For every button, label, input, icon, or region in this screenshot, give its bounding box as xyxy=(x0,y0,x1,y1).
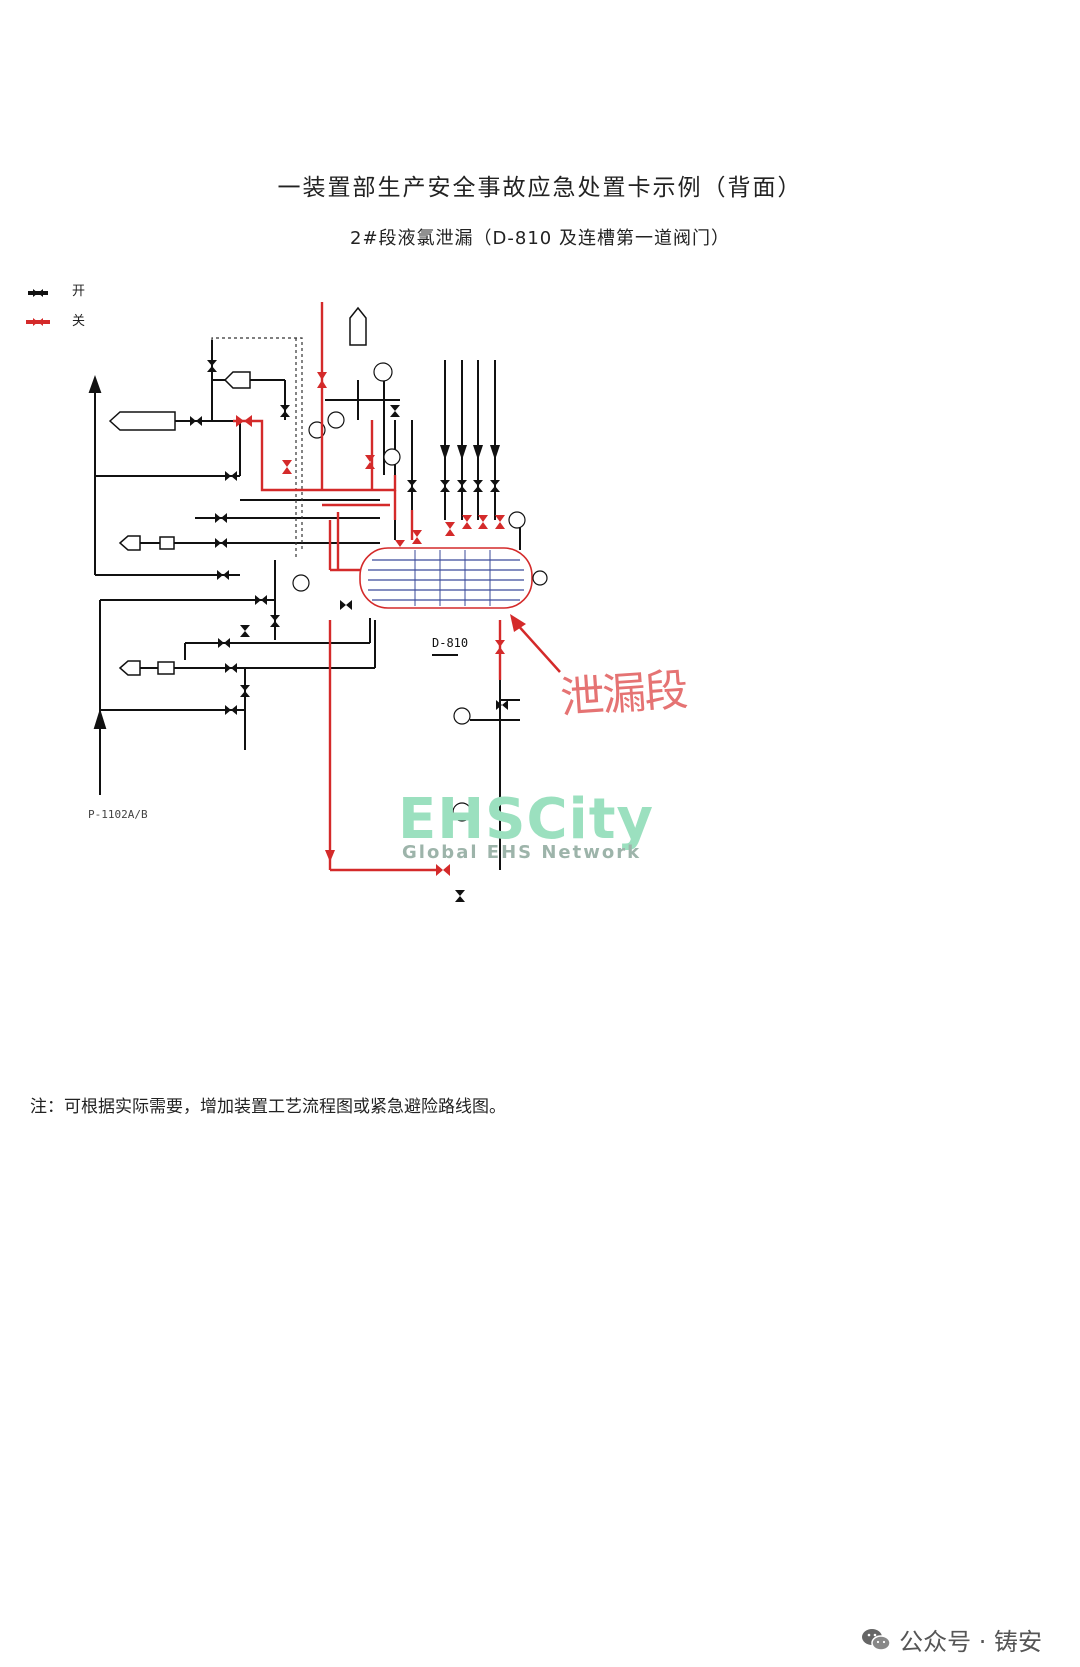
vessel-d810 xyxy=(359,547,548,609)
legend-close-symbol xyxy=(26,318,50,326)
watermark-sub: Global EHS Network xyxy=(402,842,642,863)
closed-lines xyxy=(233,302,502,872)
footer-account-name: 公众号 · 铸安 xyxy=(899,1628,1042,1656)
footnote: 注：可根据实际需要，增加装置工艺流程图或紧急避险路线图。 xyxy=(30,1097,506,1117)
leak-pointer-arrow xyxy=(510,614,561,673)
down-arrows xyxy=(440,445,500,460)
red-down-arrow xyxy=(325,850,335,862)
instrument-bubbles xyxy=(292,362,526,822)
legend-open-symbol xyxy=(28,289,48,297)
dotted-loop xyxy=(211,337,303,560)
pump-tag: P-1102A/B xyxy=(88,808,148,821)
line-end-tags xyxy=(108,306,367,676)
page-subtitle: 2#段液氯泄漏（D-810 及连槽第一道阀门） xyxy=(350,228,730,249)
legend-open-label: 开 xyxy=(72,284,86,299)
watermark: EHSCity Global EHS Network xyxy=(398,787,655,864)
wechat-icon xyxy=(862,1628,891,1651)
page-title: 一装置部生产安全事故应急处置卡示例（背面） xyxy=(277,175,803,201)
leak-section-label: 泄漏段 xyxy=(558,664,688,725)
footer-account: 公众号 · 铸安 xyxy=(861,1622,1042,1657)
legend-close-label: 关 xyxy=(72,314,86,329)
watermark-main: EHSCity xyxy=(398,787,655,852)
vessel-tag: D-810 xyxy=(432,636,469,650)
open-lines xyxy=(88,302,521,870)
